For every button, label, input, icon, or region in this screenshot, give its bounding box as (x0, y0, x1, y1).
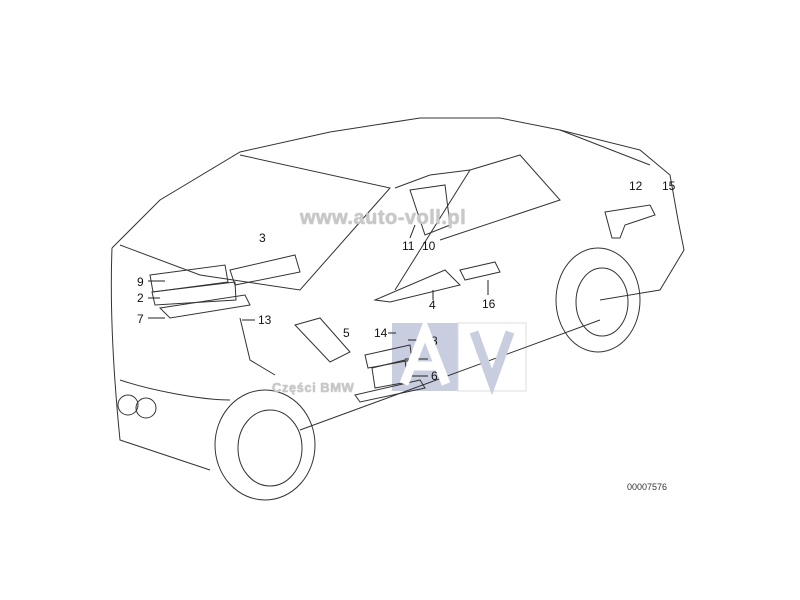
watermark-site: www.auto-voll.pl (300, 207, 467, 229)
part-label-14: 14 (374, 326, 388, 340)
part-label-16: 16 (482, 297, 496, 311)
part-label-3: 3 (259, 231, 266, 245)
part-label-10: 10 (422, 239, 436, 253)
part-label-15: 15 (662, 179, 676, 193)
drawing-code: 00007576 (627, 482, 668, 492)
part-label-11: 11 (402, 239, 415, 253)
part-label-8: 8 (431, 334, 438, 348)
part-label-13: 13 (258, 313, 272, 327)
part-label-6: 6 (431, 369, 438, 383)
part-label-7: 7 (137, 312, 144, 326)
part-label-2: 2 (137, 291, 144, 305)
part-label-12: 12 (629, 179, 643, 193)
part-label-4: 4 (429, 298, 436, 312)
watermark-subtitle: Części BMW (272, 380, 355, 395)
part-label-5: 5 (343, 326, 350, 340)
part-label-9: 9 (137, 275, 144, 289)
